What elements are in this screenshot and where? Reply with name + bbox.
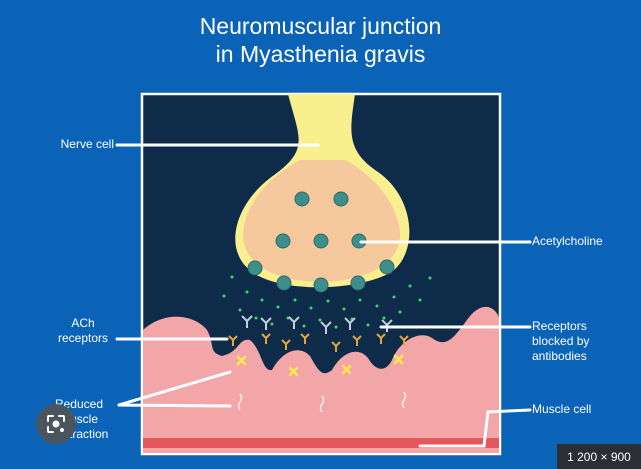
label-acetylcholine: Acetylcholine bbox=[532, 234, 603, 249]
label-receptors-blocked: Receptors blocked by antibodies bbox=[532, 319, 589, 364]
label-receptors-blocked-line-3: antibodies bbox=[532, 349, 589, 364]
lens-icon bbox=[45, 413, 67, 435]
label-ach-receptors-line-1: ACh bbox=[50, 316, 116, 331]
label-muscle-cell: Muscle cell bbox=[532, 402, 591, 417]
label-receptors-blocked-line-2: blocked by bbox=[532, 334, 589, 349]
label-nerve-cell: Nerve cell bbox=[30, 137, 114, 152]
diagram-title-line-1: Neuromuscular junction bbox=[0, 12, 641, 40]
diagram-title-line-2: in Myasthenia gravis bbox=[0, 40, 641, 68]
image-size-badge: 1 200 × 900 bbox=[557, 444, 641, 469]
image-search-lens-button[interactable] bbox=[36, 404, 76, 444]
label-ach-receptors: ACh receptors bbox=[50, 316, 116, 346]
label-ach-receptors-line-2: receptors bbox=[50, 331, 116, 346]
label-receptors-blocked-line-1: Receptors bbox=[532, 319, 589, 334]
